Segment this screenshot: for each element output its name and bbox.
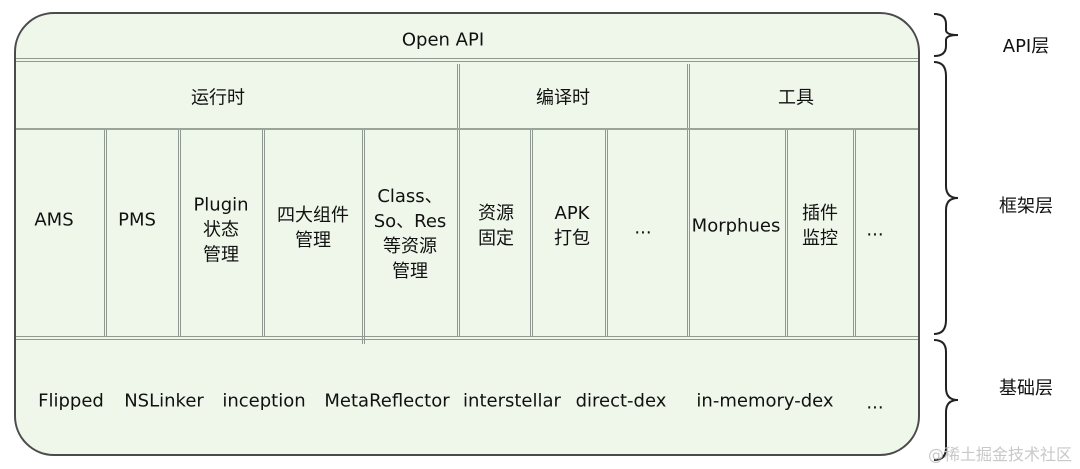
base-item: Flipped xyxy=(38,390,104,412)
cell-divider xyxy=(687,130,690,336)
cell-plugin-state: Plugin 状态 管理 xyxy=(193,194,249,266)
base-item: ... xyxy=(866,392,884,414)
base-item: inception xyxy=(222,390,306,412)
api-framework-divider xyxy=(16,58,918,62)
architecture-panel xyxy=(14,12,920,456)
framework-base-divider xyxy=(16,336,918,340)
cell-tools-more: ... xyxy=(866,219,884,241)
base-item: in-memory-dex xyxy=(696,390,834,412)
cell-ams: AMS xyxy=(34,209,74,231)
base-item: NSLinker xyxy=(124,390,204,412)
base-item: interstellar xyxy=(463,390,561,412)
cell-divider xyxy=(262,130,265,336)
cell-divider xyxy=(785,130,788,336)
api-layer-label: API层 xyxy=(1002,36,1050,57)
cell-resource-management: Class、 So、Res 等资源 管理 xyxy=(373,186,447,282)
framework-layer-label: 框架层 xyxy=(999,196,1053,217)
base-layer-brace xyxy=(933,339,959,461)
cell-plugin-monitor: 插件 监控 xyxy=(802,203,838,249)
open-api-title: Open API xyxy=(401,29,485,51)
cell-divider xyxy=(530,130,533,336)
base-item: direct-dex xyxy=(575,390,667,412)
cell-four-components: 四大组件 管理 xyxy=(277,205,349,251)
header-divider-2 xyxy=(687,64,690,128)
cell-resource-fixed: 资源 固定 xyxy=(478,203,514,249)
cell-divider xyxy=(605,130,608,336)
header-compile-time: 编译时 xyxy=(536,87,590,109)
framework-layer-brace xyxy=(933,61,959,335)
api-layer-brace xyxy=(933,13,959,57)
header-divider-1 xyxy=(457,64,460,128)
cell-pms: PMS xyxy=(118,209,156,231)
cell-divider xyxy=(457,130,460,336)
header-divider xyxy=(16,128,918,130)
cell-divider xyxy=(104,130,107,336)
cell-apk-packaging: APK 打包 xyxy=(554,203,590,249)
cell-divider xyxy=(853,130,856,336)
header-runtime: 运行时 xyxy=(191,87,245,109)
cell-divider xyxy=(362,130,365,344)
cell-morphues: Morphues xyxy=(691,215,781,237)
watermark: @稀土掘金技术社区 xyxy=(927,445,1072,464)
base-item: MetaReflector xyxy=(324,390,450,412)
cell-divider xyxy=(178,130,181,336)
cell-compile-more: ... xyxy=(634,217,652,239)
base-layer-label: 基础层 xyxy=(999,378,1053,399)
header-tools: 工具 xyxy=(778,87,814,109)
